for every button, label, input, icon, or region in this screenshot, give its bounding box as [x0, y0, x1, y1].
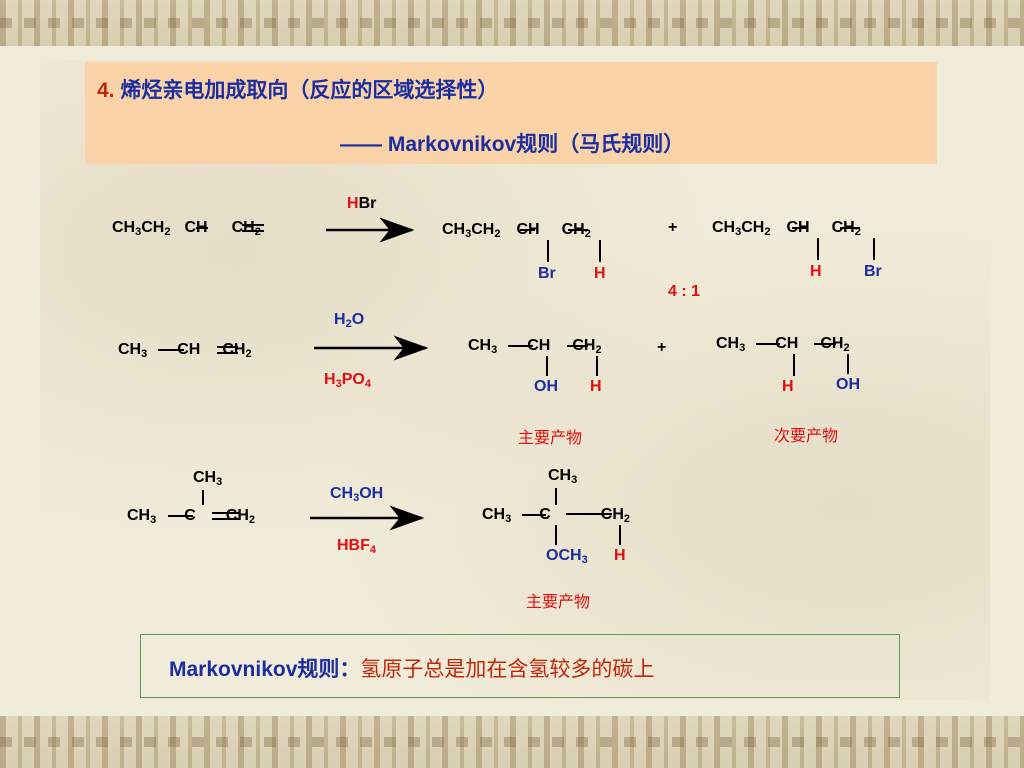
reaction2-product2-oh: OH — [836, 376, 860, 393]
reaction2-reagent-bottom: H3PO4 — [324, 371, 371, 390]
reaction3-product-methyl: CH3 — [548, 467, 578, 486]
top-decorative-border — [0, 0, 1024, 46]
reaction2-product1-h: H — [590, 378, 602, 395]
reaction2-product1-oh: OH — [534, 378, 558, 395]
bottom-decorative-border — [0, 716, 1024, 768]
slide-heading: 4. 烯烃亲电加成取向（反应的区域选择性） — [97, 79, 499, 102]
background-watermark — [40, 60, 990, 700]
reaction2-reagent-top: H2O — [334, 311, 365, 330]
slide-subtitle: —— Markovnikov规则（马氏规则） — [340, 133, 685, 156]
reaction2-product2-h: H — [782, 378, 794, 395]
reaction1-ratio: 4 : 1 — [668, 283, 701, 300]
reaction1-product1-h: H — [594, 265, 606, 282]
reaction3-product-h: H — [614, 547, 626, 564]
reaction1-plus: + — [668, 219, 678, 236]
reaction1-reagent: HBr — [347, 195, 377, 212]
rule-box: Markovnikov规则：氢原子总是加在含氢较多的碳上 — [140, 634, 900, 698]
rule-text: Markovnikov规则：氢原子总是加在含氢较多的碳上 — [169, 658, 655, 681]
reaction3-reactant-methyl: CH3 — [193, 469, 223, 488]
reaction3-reagent-top: CH3OH — [330, 485, 384, 504]
reaction1-product1-br: Br — [538, 265, 556, 282]
reaction3-reagent-bottom: HBF4 — [337, 537, 377, 556]
reaction2-major-label: 主要产物 — [518, 430, 583, 447]
reaction3-product-och3: OCH3 — [546, 547, 588, 566]
title-banner: 4. 烯烃亲电加成取向（反应的区域选择性） —— Markovnikov规则（马… — [85, 62, 937, 164]
reaction2-plus: + — [657, 339, 667, 356]
reaction2-minor-label: 次要产物 — [774, 428, 839, 445]
reaction3-major-label: 主要产物 — [526, 594, 591, 611]
reaction1-product2-br: Br — [864, 263, 882, 280]
reaction1-product2-h: H — [810, 263, 822, 280]
